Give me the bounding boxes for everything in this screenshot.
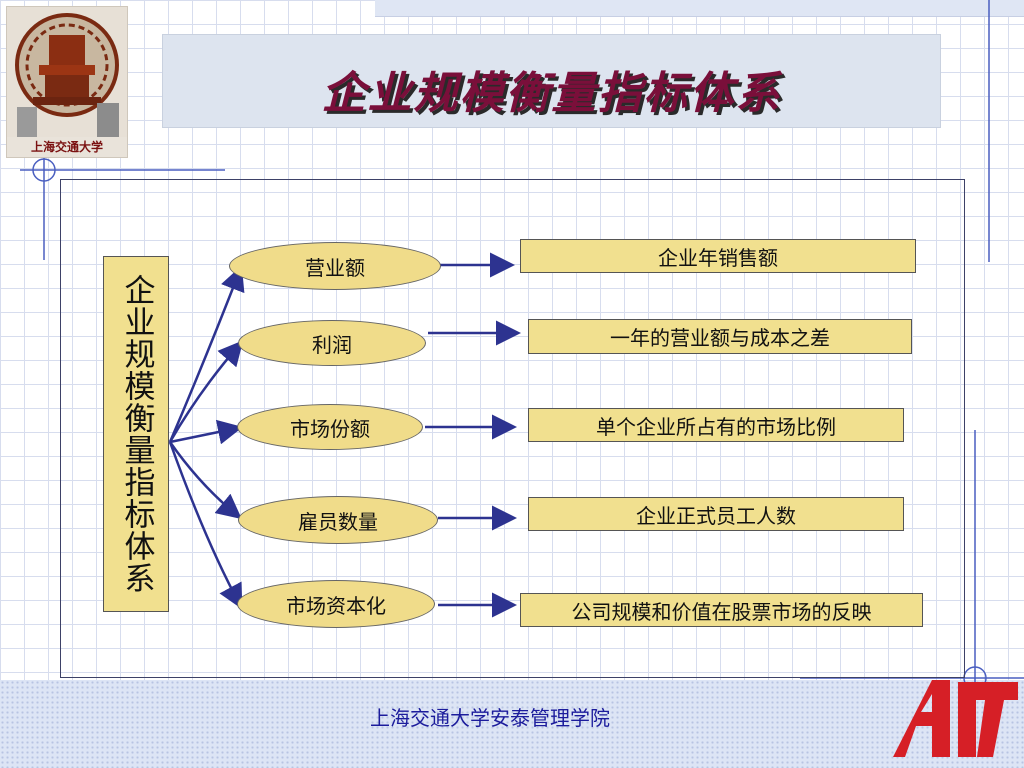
- metric-node-revenue: 营业额: [229, 242, 441, 290]
- metric-desc-revenue: 企业年销售额: [520, 239, 916, 273]
- page-title: 企业规模衡量指标体系: [321, 68, 782, 119]
- university-seal-icon: [7, 7, 127, 137]
- metric-node-profit: 利润: [238, 320, 426, 366]
- footer-text: 上海交通大学安泰管理学院: [370, 706, 610, 730]
- content-frame: [60, 179, 965, 678]
- university-logo: 上海交通大学: [6, 6, 128, 158]
- metric-node-market-cap: 市场资本化: [237, 580, 435, 628]
- title-band: 企业规模衡量指标体系: [162, 34, 941, 128]
- metric-desc-market-share: 单个企业所占有的市场比例: [528, 408, 904, 442]
- branch-arrows: [168, 265, 245, 610]
- root-label: 企业规模衡量指标体系: [118, 274, 155, 594]
- top-band: [375, 0, 1024, 17]
- metric-node-market-share: 市场份额: [237, 404, 423, 450]
- metric-desc-profit: 一年的营业额与成本之差: [528, 319, 912, 354]
- logo-caption: 上海交通大学: [30, 140, 103, 154]
- metric-desc-market-cap: 公司规模和价值在股票市场的反映: [520, 593, 923, 627]
- description-arrows: [425, 252, 521, 618]
- metric-node-employees: 雇员数量: [238, 496, 438, 544]
- metric-desc-employees: 企业正式员工人数: [528, 497, 904, 531]
- bottom-band: [0, 680, 1024, 768]
- root-node: 企业规模衡量指标体系: [103, 256, 169, 612]
